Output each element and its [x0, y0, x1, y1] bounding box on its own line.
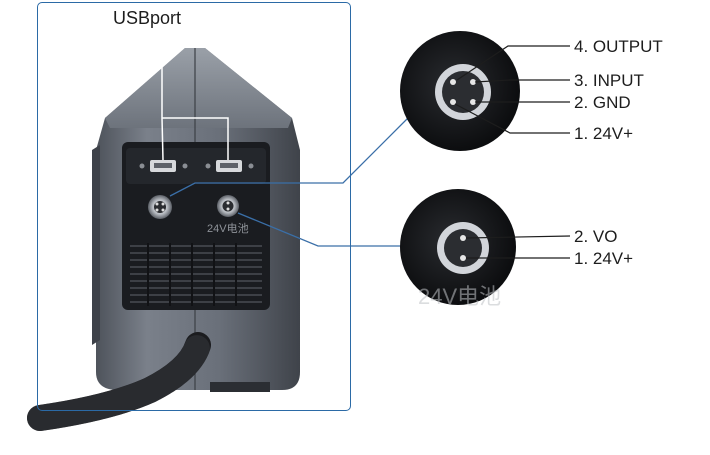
pin-label-gnd: 2. GND — [574, 93, 631, 112]
panel-screw — [248, 163, 254, 169]
vent-grille — [130, 245, 262, 303]
callout-lines — [169, 117, 409, 247]
pin-label-24v-upper: 1. 24V+ — [574, 124, 634, 143]
pin-label-vo: 2. VO — [574, 227, 618, 246]
device-connector-4pin — [148, 195, 172, 219]
usb-port-label: USBport — [113, 8, 182, 28]
panel-screw — [182, 163, 188, 169]
pin-label-output: 4. OUTPUT — [574, 37, 663, 56]
device-frame — [37, 2, 351, 411]
lower-connector-zoom — [400, 189, 516, 305]
panel-screw — [139, 163, 145, 169]
usb-port-right — [216, 160, 242, 172]
panel-screw — [205, 163, 211, 169]
faded-marking: 24V电池 — [418, 284, 501, 309]
pin-label-24v-lower: 1. 24V+ — [574, 249, 634, 268]
usb-callout-lines — [161, 30, 229, 161]
device-connector-2pin — [217, 195, 239, 217]
lower-pin-lines — [465, 235, 571, 259]
control-panel — [122, 142, 270, 310]
port-marking: 24V电池 — [207, 222, 249, 235]
usb-port-left — [150, 160, 176, 172]
pin-label-input: 3. INPUT — [574, 71, 644, 90]
upper-connector-zoom — [400, 31, 520, 151]
upper-pin-lines — [454, 45, 570, 134]
